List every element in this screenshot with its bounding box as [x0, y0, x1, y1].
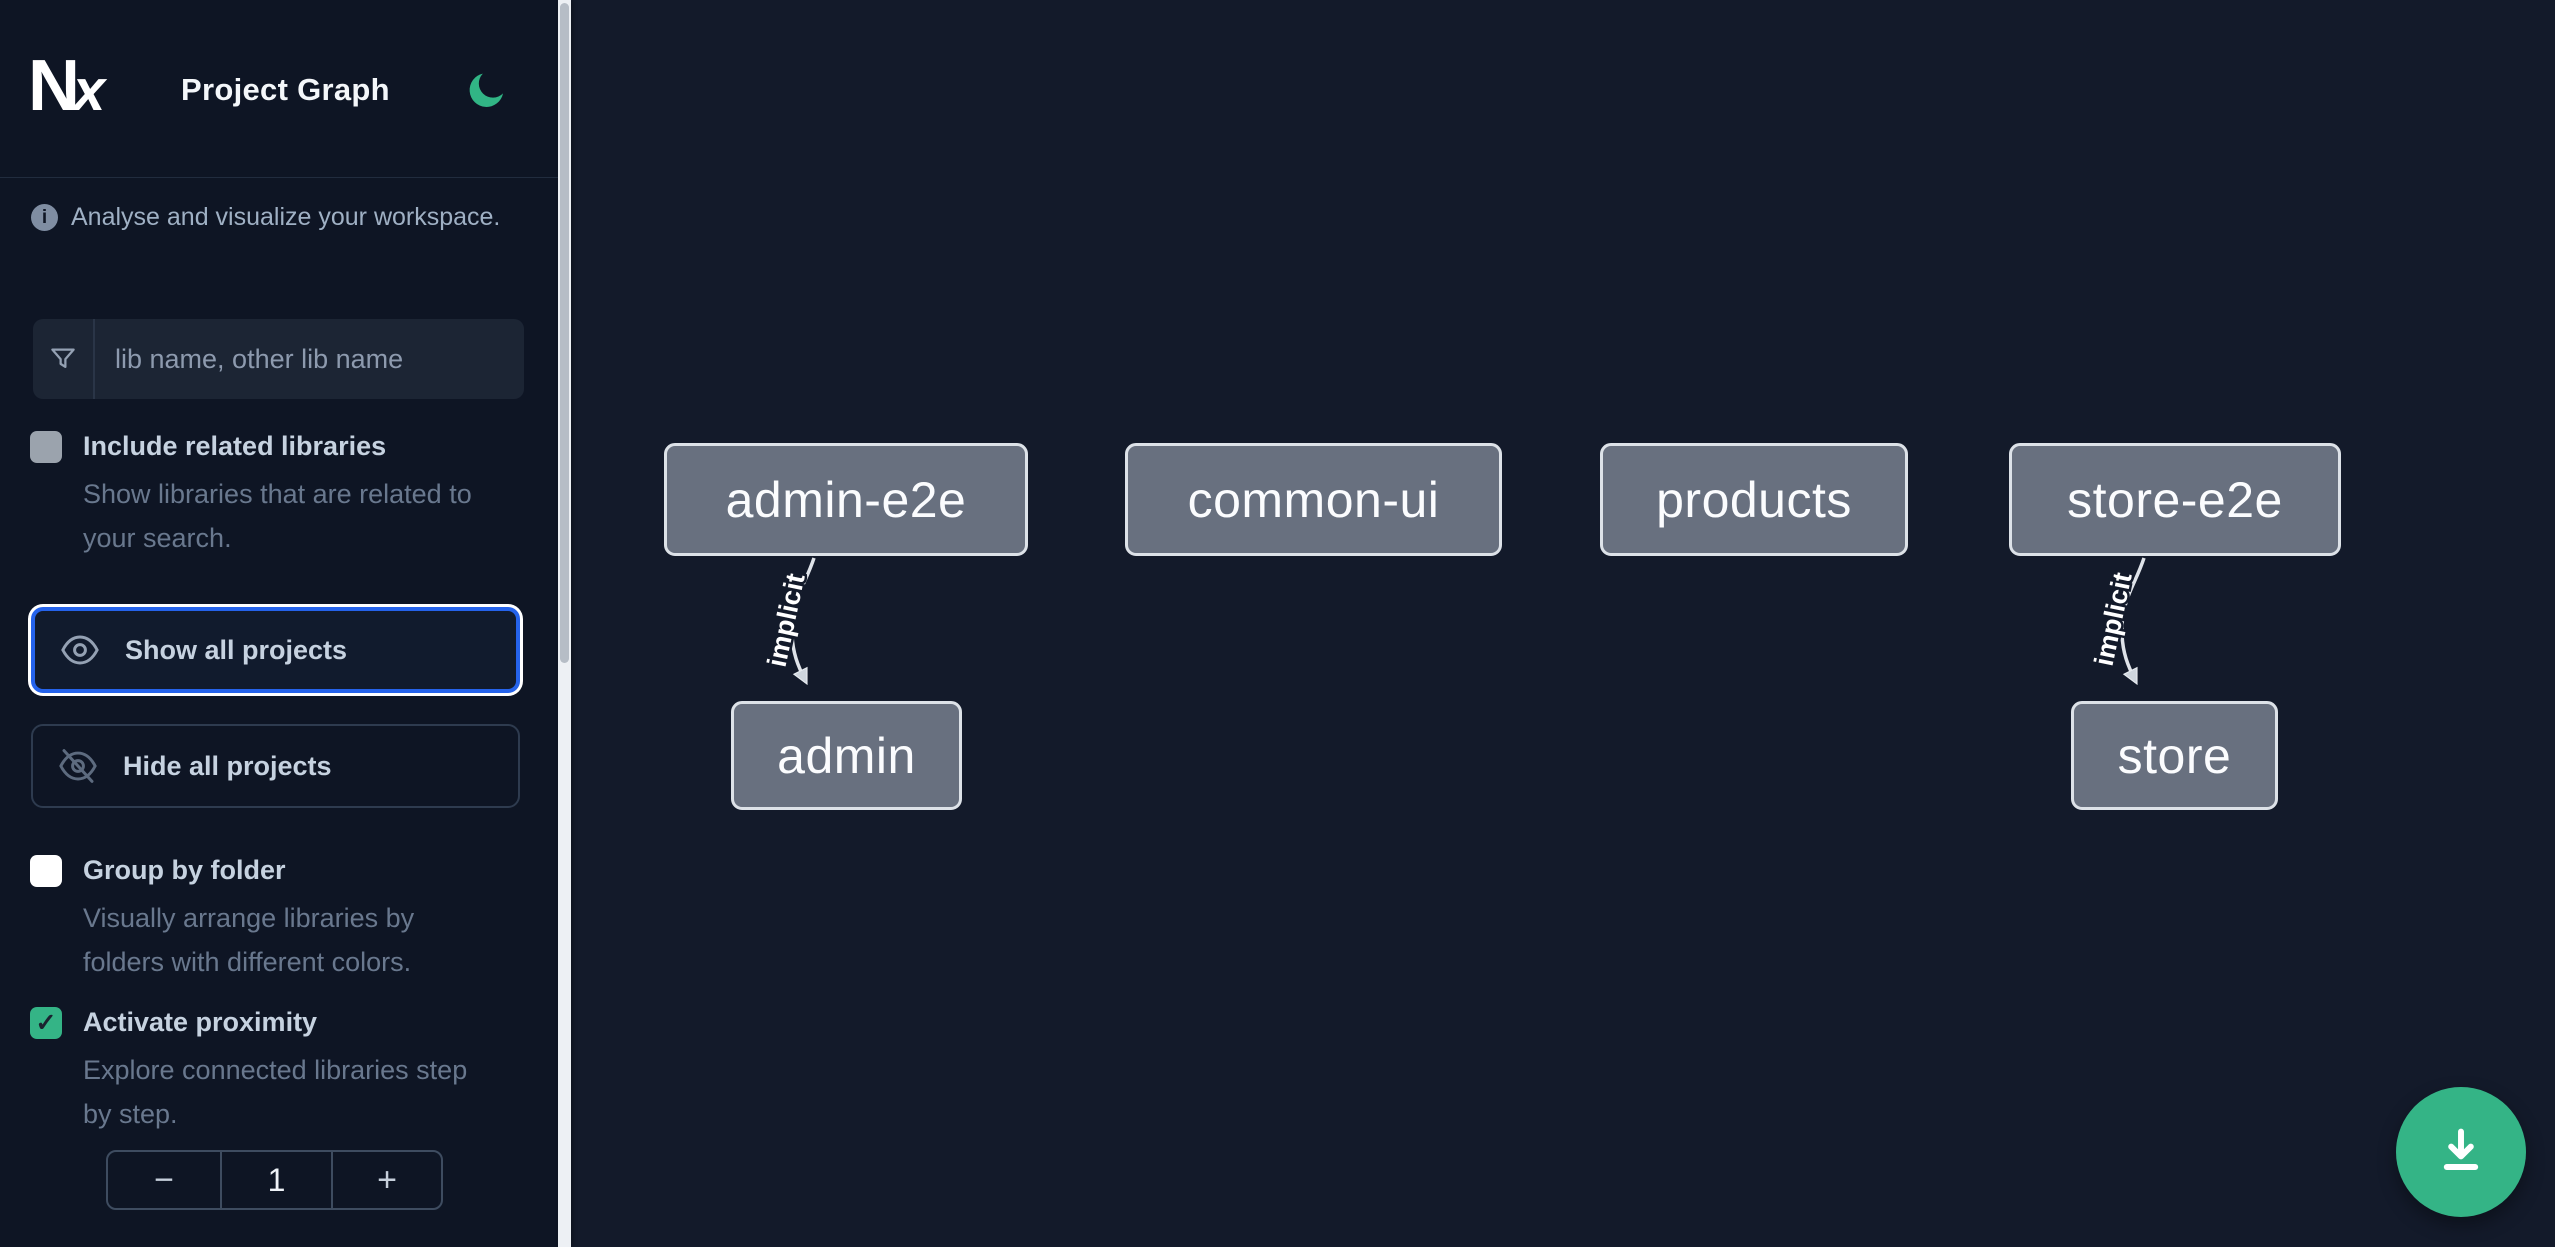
- page-title: Project Graph: [181, 72, 390, 107]
- moon-icon: [466, 73, 510, 114]
- toggle-description: Show libraries that are related to your …: [83, 479, 472, 553]
- edge-label: implicit: [762, 571, 811, 670]
- sidebar-scrollbar-thumb[interactable]: [560, 3, 569, 663]
- toggle-activate-proximity: ✓ Activate proximity Explore connected l…: [30, 1005, 502, 1136]
- sidebar-scrollbar-track: [558, 0, 571, 1247]
- edge-label: implicit: [2089, 570, 2138, 669]
- edge-admin-e2e-admin: [790, 557, 816, 686]
- download-icon: [2430, 1120, 2492, 1185]
- graph-canvas[interactable]: implicit implicit admin-e2e common-ui pr…: [571, 0, 2555, 1247]
- proximity-depth-stepper: − 1 +: [106, 1150, 443, 1210]
- toggle-include-related-libraries: Include related libraries Show libraries…: [30, 429, 502, 560]
- toggle-description: Explore connected libraries step by step…: [83, 1055, 468, 1129]
- toggle-label: Include related libraries: [83, 431, 387, 461]
- button-label: Hide all projects: [123, 750, 332, 781]
- button-label: Show all projects: [125, 634, 348, 665]
- toggle-label: Activate proximity: [83, 1007, 318, 1037]
- node-store-e2e[interactable]: store-e2e: [2009, 443, 2341, 556]
- filter-input-group: [33, 319, 524, 399]
- check-icon: ✓: [35, 1009, 57, 1037]
- sidebar: Nx Project Graph i Analyse and visualize…: [0, 0, 558, 1247]
- node-common-ui[interactable]: common-ui: [1125, 443, 1502, 556]
- eye-off-icon: [57, 745, 99, 787]
- tagline-row: i Analyse and visualize your workspace.: [31, 203, 500, 232]
- hide-all-projects-button[interactable]: Hide all projects: [31, 724, 520, 808]
- toggle-label: Group by folder: [83, 855, 286, 885]
- graph-edges: implicit implicit: [759, 557, 2146, 686]
- stepper-value: 1: [220, 1152, 333, 1208]
- decrement-button[interactable]: −: [154, 1160, 174, 1199]
- include-related-checkbox[interactable]: [30, 431, 62, 463]
- theme-toggle-button[interactable]: [462, 64, 514, 116]
- eye-icon: [59, 629, 101, 671]
- info-icon: i: [31, 204, 58, 231]
- nx-logo: Nx: [28, 46, 105, 126]
- group-by-folder-checkbox[interactable]: [30, 855, 62, 887]
- sidebar-header: Nx Project Graph: [0, 0, 558, 178]
- node-admin[interactable]: admin: [731, 701, 962, 810]
- show-all-projects-button[interactable]: Show all projects: [31, 607, 520, 693]
- node-products[interactable]: products: [1600, 443, 1908, 556]
- download-graph-button[interactable]: [2396, 1087, 2526, 1217]
- toggle-description: Visually arrange libraries by folders wi…: [83, 903, 415, 977]
- activate-proximity-checkbox[interactable]: ✓: [30, 1007, 62, 1039]
- node-admin-e2e[interactable]: admin-e2e: [664, 443, 1028, 556]
- increment-button[interactable]: +: [377, 1160, 397, 1199]
- filter-input[interactable]: [95, 319, 524, 399]
- toggle-group-by-folder: Group by folder Visually arrange librari…: [30, 853, 502, 984]
- node-store[interactable]: store: [2071, 701, 2278, 810]
- edge-store-e2e-store: [2120, 557, 2146, 686]
- tagline-text: Analyse and visualize your workspace.: [71, 203, 501, 231]
- funnel-icon: [33, 319, 95, 399]
